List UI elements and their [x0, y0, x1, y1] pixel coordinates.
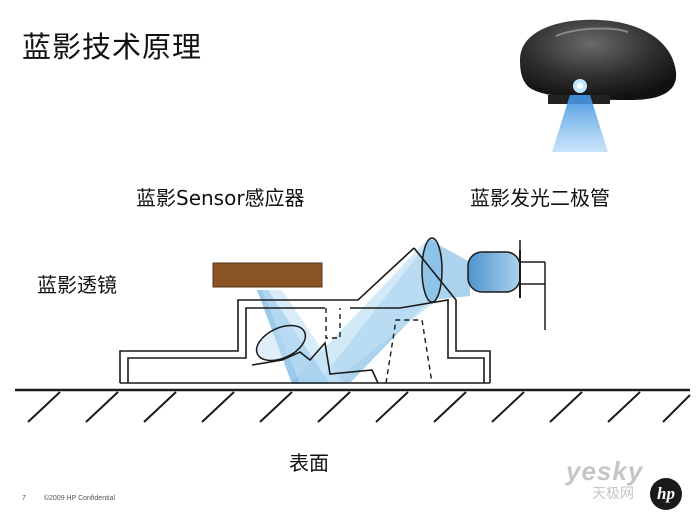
- mouse-icon: [520, 19, 677, 152]
- led-label: 蓝影发光二极管: [470, 186, 610, 210]
- internal-walls: [325, 308, 433, 384]
- lens-label: 蓝影透镜: [37, 273, 117, 297]
- watermark: yesky 天极网: [566, 456, 644, 501]
- watermark-main: yesky: [566, 456, 644, 486]
- incident-beam-pale: [290, 242, 440, 384]
- lens-ellipse: [255, 324, 307, 362]
- surface: [15, 388, 691, 423]
- surface-label: 表面: [289, 451, 329, 475]
- led-icon: [467, 240, 546, 330]
- page-number: 7: [22, 495, 26, 502]
- footer: 7 ©2009 HP Confidential: [22, 495, 131, 502]
- watermark-sub: 天极网: [592, 485, 634, 501]
- sensor-block: [212, 262, 323, 288]
- confidential-notice: ©2009 HP Confidential: [43, 495, 116, 502]
- housing: [119, 247, 491, 384]
- hp-logo-icon: hp: [650, 478, 682, 510]
- slide-title: 蓝影技术原理: [22, 30, 203, 64]
- sensor-label: 蓝影Sensor感应器: [136, 186, 305, 210]
